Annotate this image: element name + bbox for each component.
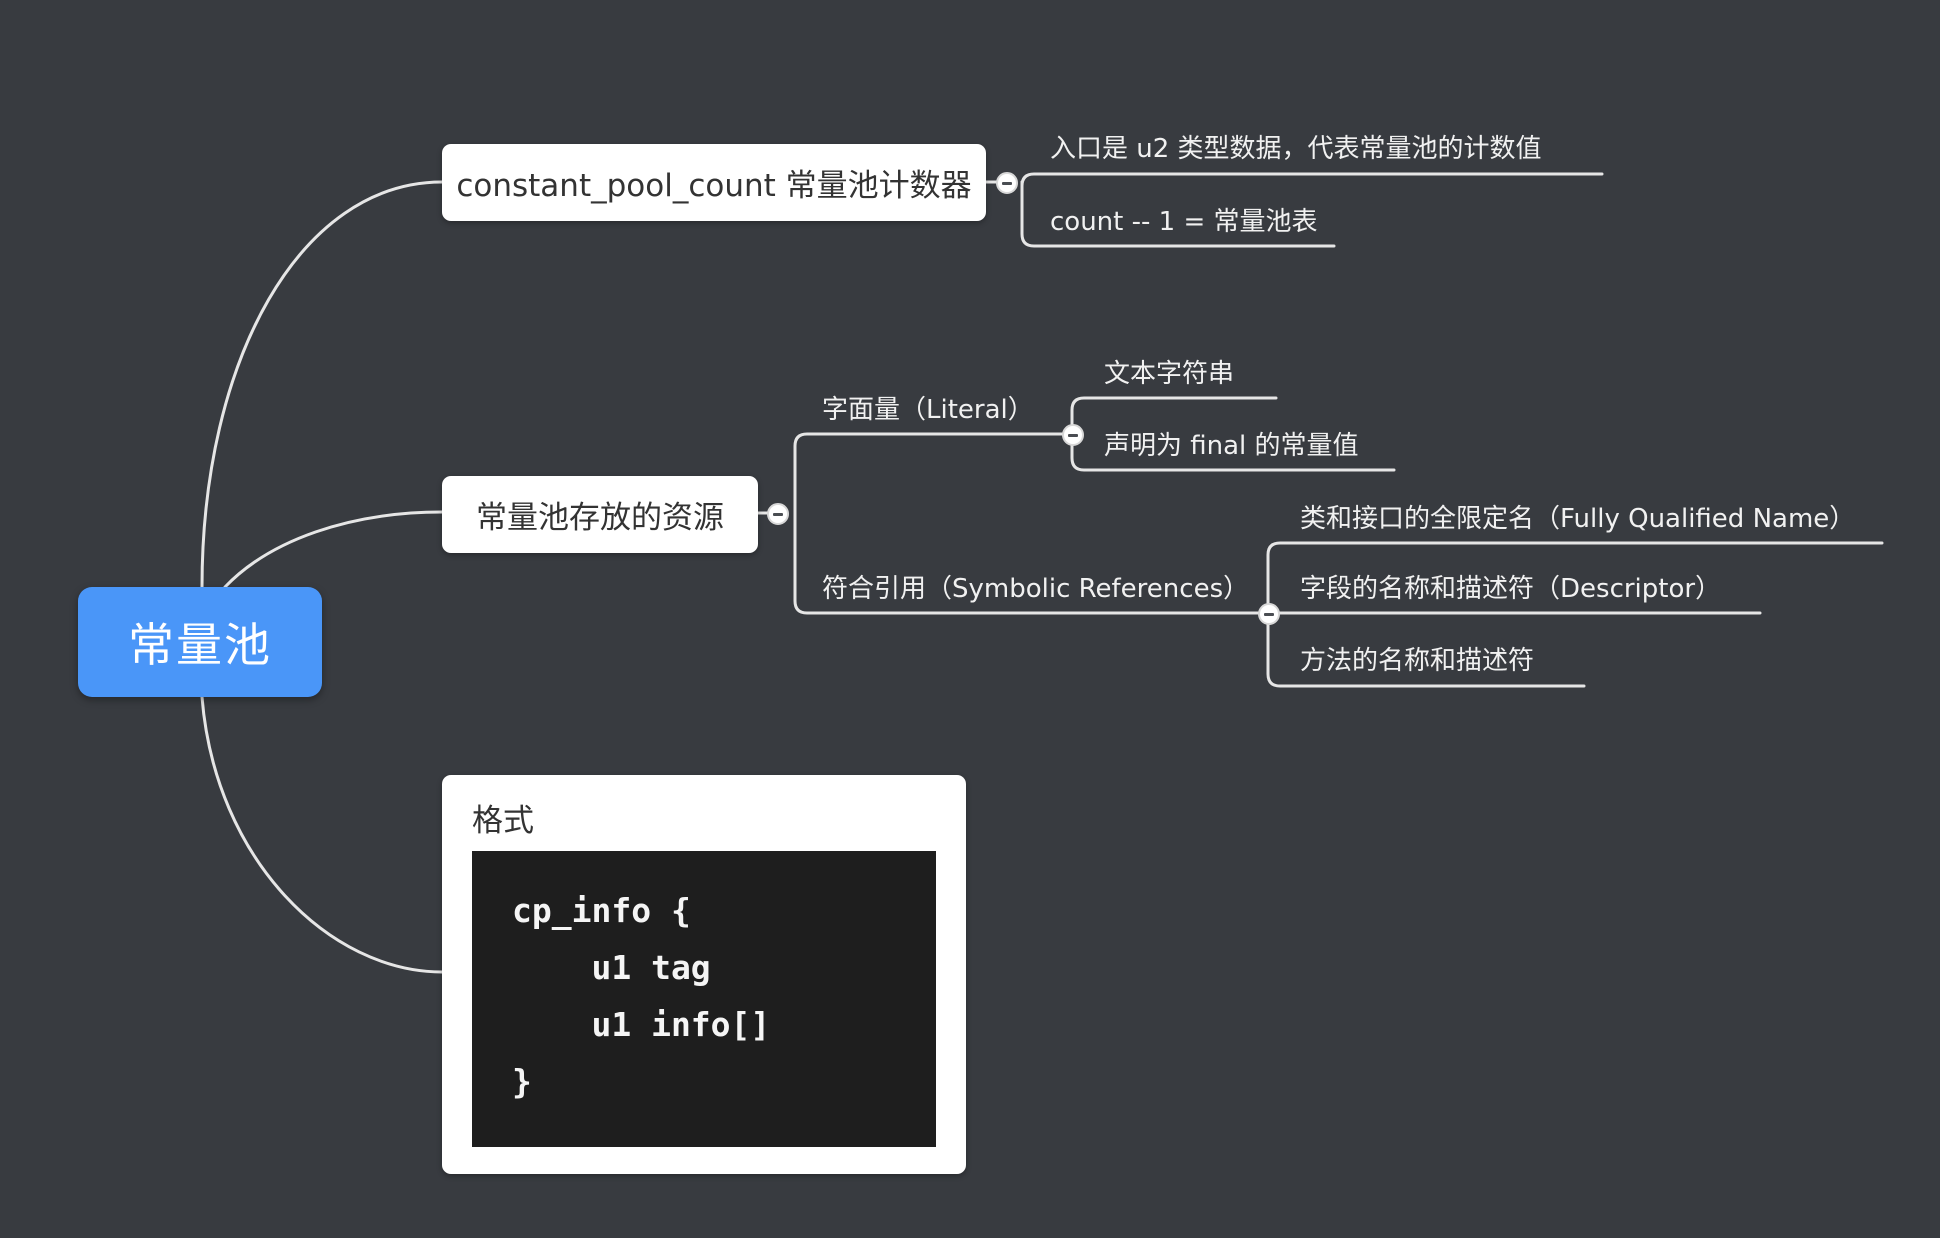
link-symbolic-child3 (1266, 611, 1586, 688)
branch-label-resources: 常量池存放的资源 (476, 500, 724, 536)
branch-node-constant-pool-count[interactable]: constant_pool_count 常量池计数器 (442, 144, 986, 221)
branch-node-format[interactable]: 格式 cp_info { u1 tag u1 info[] } (442, 775, 966, 1174)
branch-node-resources[interactable]: 常量池存放的资源 (442, 476, 758, 553)
leaf-symbolic-qualified-name: 类和接口的全限定名（Fully Qualified Name） (1300, 504, 1856, 534)
collapse-toggle-symbolic[interactable] (1258, 603, 1280, 625)
leaf-counter-entry: 入口是 u2 类型数据，代表常量池的计数值 (1050, 134, 1542, 164)
leaf-literal-final-constant: 声明为 final 的常量值 (1104, 431, 1359, 461)
link-symbolic-child1 (1266, 541, 1884, 615)
link-counter-child1 (1020, 172, 1604, 188)
collapse-toggle-counter[interactable] (996, 172, 1018, 194)
leaf-literal-text-string: 文本字符串 (1104, 359, 1235, 389)
collapse-toggle-resources[interactable] (767, 503, 789, 525)
node-symbolic-references[interactable]: 符合引用（Symbolic References） (822, 574, 1250, 604)
code-line: } (512, 1062, 532, 1101)
link-root-resources (223, 510, 444, 589)
root-node[interactable]: 常量池 (78, 587, 322, 697)
link-resources-symbolic (793, 511, 1260, 615)
link-literal-child1 (1070, 396, 1278, 436)
node-literal[interactable]: 字面量（Literal） (822, 395, 1034, 425)
code-line: cp_info { (512, 891, 691, 930)
link-counter-child2 (1020, 180, 1336, 248)
code-line: u1 tag (512, 948, 711, 987)
leaf-counter-formula: count -- 1 = 常量池表 (1050, 207, 1318, 237)
link-root-format (200, 695, 444, 974)
code-block: cp_info { u1 tag u1 info[] } (472, 851, 936, 1147)
leaf-symbolic-method-descriptor: 方法的名称和描述符 (1300, 646, 1535, 676)
branch-label-constant-pool-count: constant_pool_count 常量池计数器 (456, 168, 972, 204)
code-line: u1 info[] (512, 1005, 771, 1044)
root-node-label: 常量池 (128, 618, 272, 672)
link-resources-literal (793, 432, 1064, 515)
format-title: 格式 (472, 803, 534, 839)
link-literal-child2 (1070, 432, 1396, 472)
collapse-toggle-literal[interactable] (1062, 424, 1084, 446)
link-root-counter (200, 180, 444, 589)
leaf-symbolic-field-descriptor: 字段的名称和描述符（Descriptor） (1300, 574, 1722, 604)
